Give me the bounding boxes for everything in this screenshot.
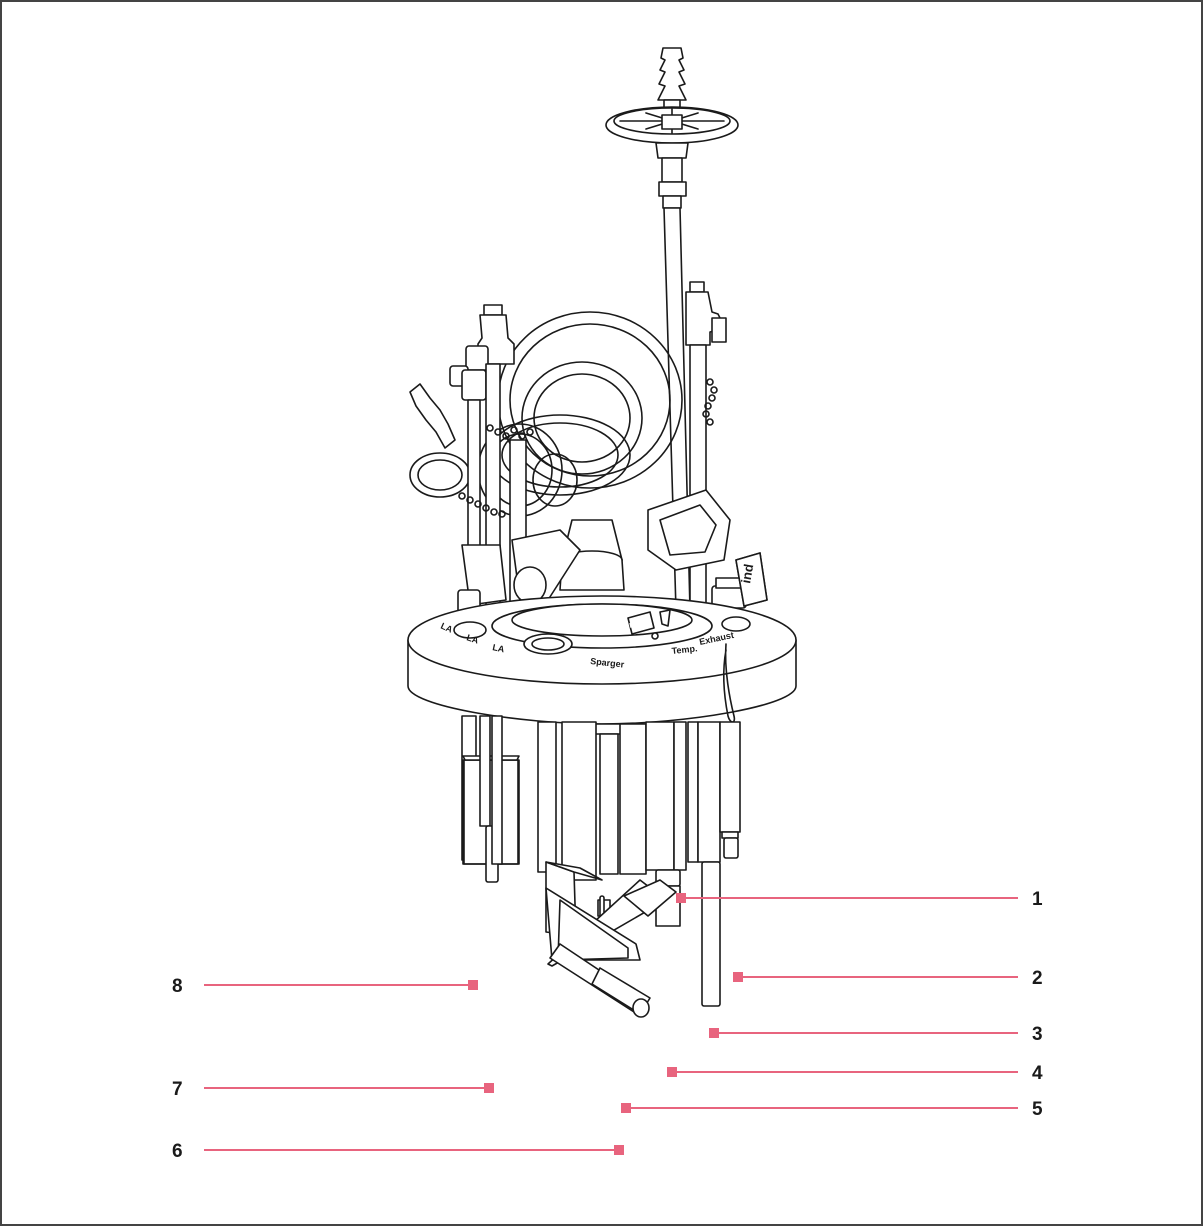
headplate-label-la-1: LA <box>439 621 454 635</box>
callout-number-5: 5 <box>1032 1099 1043 1120</box>
tube-2 <box>719 721 741 859</box>
headplate <box>407 552 797 725</box>
tube-3 <box>687 721 721 1007</box>
headplate-label-la-3: LA <box>492 642 506 654</box>
callout-marker-5 <box>621 1103 631 1113</box>
callout-marker-4 <box>667 1067 677 1077</box>
tube-misc-left <box>491 715 503 865</box>
callout-marker-1 <box>676 893 686 903</box>
headplate-label-la-2: LA <box>465 632 480 645</box>
callout-number-7: 7 <box>172 1079 183 1100</box>
callout-marker-3 <box>709 1028 719 1038</box>
callout-marker-7 <box>484 1083 494 1093</box>
impeller-blades <box>545 861 677 967</box>
callout-number-2: 2 <box>1032 968 1043 989</box>
headplate-label-brand: ind <box>738 563 756 585</box>
tube-4 <box>655 721 687 927</box>
callout-number-6: 6 <box>172 1141 183 1162</box>
callout-marker-6 <box>614 1145 624 1155</box>
callout-number-1: 1 <box>1032 889 1043 910</box>
right-clamp <box>647 489 768 609</box>
callout-marker-8 <box>468 980 478 990</box>
callout-number-3: 3 <box>1032 1024 1043 1045</box>
callout-number-8: 8 <box>172 976 183 997</box>
callout-number-4: 4 <box>1032 1063 1043 1084</box>
headplate-label-sparger: Sparger <box>590 656 625 670</box>
sparger-tube-6 <box>549 943 651 1018</box>
callout-lines <box>204 897 1018 1151</box>
impeller-shaft <box>537 721 647 933</box>
callout-numbers: 1 2 3 4 5 6 7 8 <box>172 889 1043 1162</box>
callout-markers <box>468 893 743 1155</box>
callout-marker-2 <box>733 972 743 982</box>
tube-1 <box>645 721 675 871</box>
headplate-label-temp: Temp. <box>671 643 698 656</box>
exhaust-filter <box>605 47 739 209</box>
